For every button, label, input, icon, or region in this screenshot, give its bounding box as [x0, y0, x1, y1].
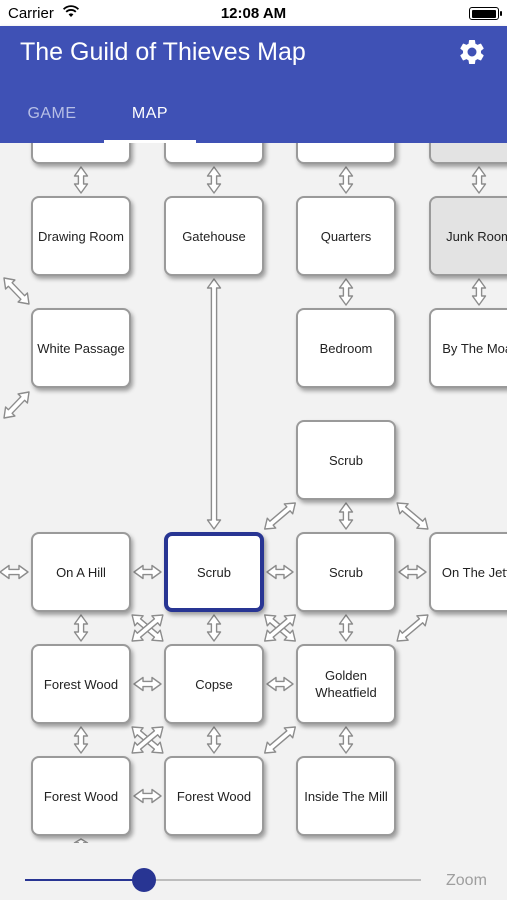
- room-scrub-current[interactable]: Scrub: [164, 532, 264, 612]
- zoom-bar: Zoom: [0, 843, 507, 900]
- connection-arrow: [206, 278, 222, 530]
- connection-arrow: [264, 614, 296, 642]
- room-drawing-room[interactable]: Drawing Room: [31, 196, 131, 276]
- connection-arrow: [338, 614, 354, 642]
- room-scrub-east[interactable]: Scrub: [296, 532, 396, 612]
- room-scrub-north[interactable]: Scrub: [296, 420, 396, 500]
- connection-arrow: [133, 788, 162, 804]
- room-quarters[interactable]: Quarters: [296, 196, 396, 276]
- room-top-1[interactable]: [31, 143, 131, 164]
- offscreen-exit-arrow: [0, 564, 29, 580]
- room-forest-wood-3[interactable]: Forest Wood: [164, 756, 264, 836]
- connection-arrow: [396, 502, 429, 530]
- room-label: Gatehouse: [182, 228, 246, 244]
- room-top-3[interactable]: [296, 143, 396, 164]
- zoom-slider[interactable]: [25, 868, 421, 892]
- connection-arrow: [338, 278, 354, 306]
- connection-arrow: [266, 564, 294, 580]
- room-label: Quarters: [320, 228, 372, 244]
- room-label: Scrub: [197, 564, 231, 580]
- room-on-a-hill[interactable]: On A Hill: [31, 532, 131, 612]
- room-by-the-moat[interactable]: By The Moat: [429, 308, 507, 388]
- connection-arrow: [206, 166, 222, 194]
- room-forest-wood-1[interactable]: Forest Wood: [31, 644, 131, 724]
- room-label: Copse: [195, 676, 233, 692]
- room-label: By The Moat: [442, 340, 507, 356]
- app-bar: The Guild of Thieves Map GAME MAP: [0, 26, 507, 143]
- room-forest-wood-2[interactable]: Forest Wood: [31, 756, 131, 836]
- connection-arrow: [264, 502, 296, 530]
- connection-arrow: [266, 676, 294, 692]
- connection-arrow: [206, 614, 222, 642]
- connection-arrow: [471, 166, 487, 194]
- tab-indicator: [104, 140, 196, 143]
- tab-map[interactable]: MAP: [104, 96, 196, 143]
- offscreen-exit-arrow: [3, 277, 30, 305]
- gear-icon[interactable]: [457, 37, 487, 67]
- zoom-slider-fill: [25, 879, 144, 881]
- room-copse[interactable]: Copse: [164, 644, 264, 724]
- connection-arrow: [73, 726, 89, 754]
- connection-arrow: [338, 166, 354, 194]
- connection-arrow: [398, 564, 427, 580]
- connection-arrow: [264, 614, 296, 642]
- app-title: The Guild of Thieves Map: [20, 38, 306, 66]
- carrier-label: Carrier: [8, 5, 54, 22]
- connection-arrow: [471, 278, 487, 306]
- connection-arrow: [131, 726, 164, 754]
- room-top-2[interactable]: [164, 143, 264, 164]
- tab-bar: GAME MAP: [0, 96, 507, 143]
- connection-arrow: [396, 614, 429, 642]
- connection-arrow: [73, 166, 89, 194]
- connection-arrow: [131, 614, 164, 642]
- room-label: Inside The Mill: [304, 788, 388, 804]
- connection-arrow: [133, 676, 162, 692]
- room-white-passage[interactable]: White Passage: [31, 308, 131, 388]
- zoom-label: Zoom: [446, 872, 487, 889]
- room-on-the-jetty[interactable]: On The Jetty: [429, 532, 507, 612]
- room-label: On A Hill: [56, 564, 106, 580]
- offscreen-exit-arrow: [3, 391, 30, 419]
- connection-arrow: [131, 726, 164, 754]
- connection-arrow: [131, 614, 164, 642]
- status-bar: Carrier 12:08 AM: [0, 0, 507, 26]
- wifi-icon: [62, 5, 80, 17]
- room-label: Scrub: [329, 564, 363, 580]
- connection-arrow: [206, 726, 222, 754]
- zoom-slider-thumb[interactable]: [131, 868, 156, 892]
- room-label: Bedroom: [319, 340, 373, 356]
- room-label: Drawing Room: [38, 228, 124, 244]
- connection-arrow: [338, 726, 354, 754]
- room-label: Junk Room: [446, 228, 507, 244]
- room-golden-wheatfield[interactable]: Golden Wheatfield: [296, 644, 396, 724]
- tab-map-label: MAP: [131, 105, 169, 122]
- connection-arrow: [264, 726, 296, 754]
- room-top-4[interactable]: [429, 143, 507, 164]
- connection-arrow: [133, 564, 162, 580]
- room-label: Golden Wheatfield: [315, 668, 377, 700]
- room-junk-room[interactable]: Junk Room: [429, 196, 507, 276]
- room-label: On The Jetty: [441, 564, 507, 580]
- room-label: Forest Wood: [176, 788, 252, 804]
- room-inside-the-mill[interactable]: Inside The Mill: [296, 756, 396, 836]
- battery-icon: [469, 7, 502, 20]
- room-label: Forest Wood: [43, 788, 119, 804]
- room-label: Scrub: [329, 452, 363, 468]
- room-bedroom[interactable]: Bedroom: [296, 308, 396, 388]
- room-label: White Passage: [37, 340, 125, 356]
- room-label: Forest Wood: [43, 676, 119, 692]
- room-gatehouse[interactable]: Gatehouse: [164, 196, 264, 276]
- connection-arrow: [338, 502, 354, 530]
- connection-arrow: [73, 614, 89, 642]
- tab-game[interactable]: GAME: [27, 105, 77, 122]
- clock: 12:08 AM: [220, 5, 287, 22]
